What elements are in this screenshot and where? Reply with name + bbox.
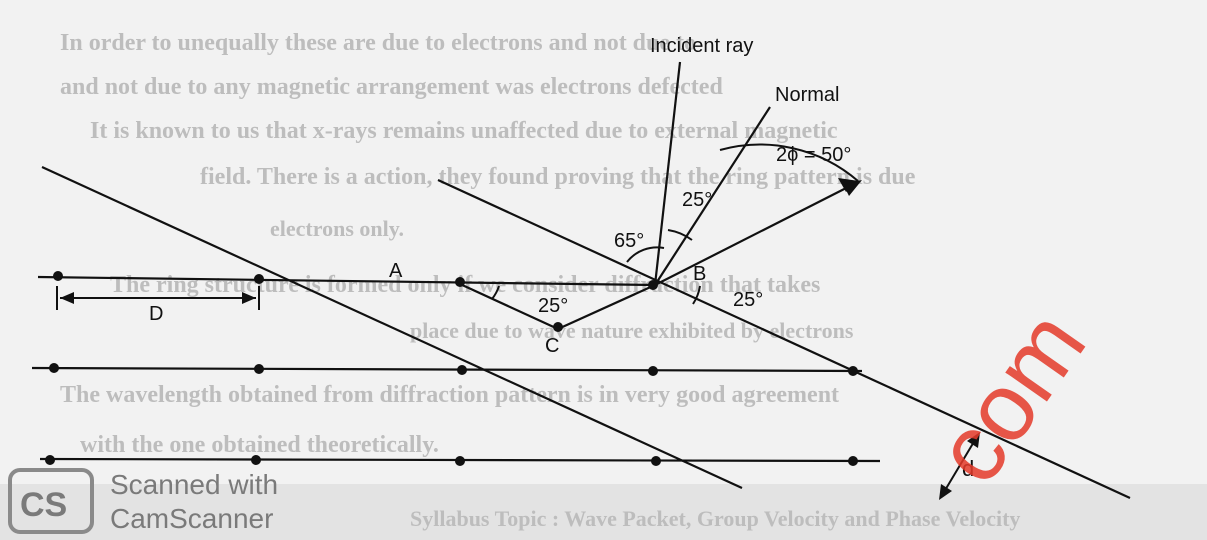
- lattice-point: [45, 455, 55, 465]
- label-angle-65: 65°: [614, 230, 644, 252]
- dimension-d-top-arrow-icon: [967, 432, 980, 448]
- bleed-line-7: place due to wave nature exhibited by el…: [410, 318, 854, 343]
- lattice-point: [254, 274, 264, 284]
- lattice-point: [254, 364, 264, 374]
- label-spacing-D: D: [149, 303, 163, 325]
- lattice-point: [651, 456, 661, 466]
- lattice-point: [848, 456, 858, 466]
- lattice-point: [457, 365, 467, 375]
- lattice-point: [53, 271, 63, 281]
- lattice-line-2: [31, 366, 863, 373]
- bleed-line-1: In order to unequally these are due to e…: [60, 30, 696, 56]
- angle-arcs: [491, 143, 859, 305]
- lattice-point-a: [455, 277, 465, 287]
- arc-arrow-icon: [838, 178, 859, 192]
- label-spacing-d: d: [962, 456, 974, 481]
- label-angle-25-top: 25°: [682, 189, 712, 211]
- lattice-point: [648, 366, 658, 376]
- label-point-c: C: [545, 335, 559, 357]
- point-c: [553, 322, 563, 332]
- dimension-d-line: [940, 434, 979, 498]
- bleed-line-10: Syllabus Topic : Wave Packet, Group Velo…: [410, 506, 1020, 531]
- label-angle-25-b: 25°: [733, 289, 763, 311]
- dimension-d-bottom-arrow-icon: [939, 484, 952, 500]
- label-angle-2phi: 2ϕ = 50°: [776, 144, 851, 166]
- normal-line: [654, 106, 771, 286]
- diffracted-ray: [654, 181, 859, 286]
- bottom-band: [0, 484, 1207, 540]
- label-point-a: A: [389, 260, 403, 282]
- scanner-line-1: Scanned with: [110, 469, 278, 500]
- scanner-line-2: CamScanner: [110, 503, 273, 534]
- incident-ray-upper: [437, 179, 1131, 499]
- dimension-d: [939, 432, 980, 500]
- incident-ray-lower: [41, 166, 743, 489]
- lattice-point: [49, 363, 59, 373]
- bleed-line-6: The ring structure is formed only if we …: [110, 272, 820, 298]
- bleed-line-9: with the one obtained theoretically.: [80, 432, 439, 458]
- label-point-b: B: [693, 263, 706, 285]
- camscanner-badge: CS Scanned with CamScanner: [8, 468, 278, 534]
- label-normal: Normal: [775, 84, 839, 106]
- dimension-D-left-arrow-icon: [60, 292, 74, 304]
- lattice-point: [848, 366, 858, 376]
- arc-25-b: [692, 285, 701, 305]
- lattice-point: [251, 455, 261, 465]
- lattice-line-1: [37, 275, 656, 287]
- arc-25-top: [667, 229, 693, 241]
- bleed-line-4: field. There is a action, they found pro…: [200, 164, 916, 190]
- bleed-line-3: It is known to us that x-rays remains un…: [90, 118, 838, 144]
- segment-a-c: [459, 283, 559, 330]
- arc-25-a: [491, 285, 500, 300]
- bleed-through-text: In order to unequally these are due to e…: [60, 30, 1020, 531]
- dimension-D: [56, 286, 260, 310]
- cs-logo-icon: [8, 468, 94, 534]
- label-angle-25-c: 25°: [538, 295, 568, 317]
- segment-c-b: [557, 283, 656, 331]
- arc-65: [626, 246, 665, 263]
- bleed-line-8: The wavelength obtained from diffraction…: [60, 382, 839, 408]
- cs-logo-text: CS: [20, 486, 67, 524]
- bleed-line-5: electrons only.: [270, 216, 404, 241]
- lattice-point: [455, 456, 465, 466]
- arc-2phi: [719, 143, 859, 182]
- lattice-point-b: [648, 280, 658, 290]
- lattice-points: [45, 271, 858, 466]
- bleed-line-2: and not due to any magnetic arrangement …: [60, 74, 723, 100]
- dimension-D-right-arrow-icon: [242, 292, 256, 304]
- label-incident-ray: Incident ray: [650, 35, 753, 57]
